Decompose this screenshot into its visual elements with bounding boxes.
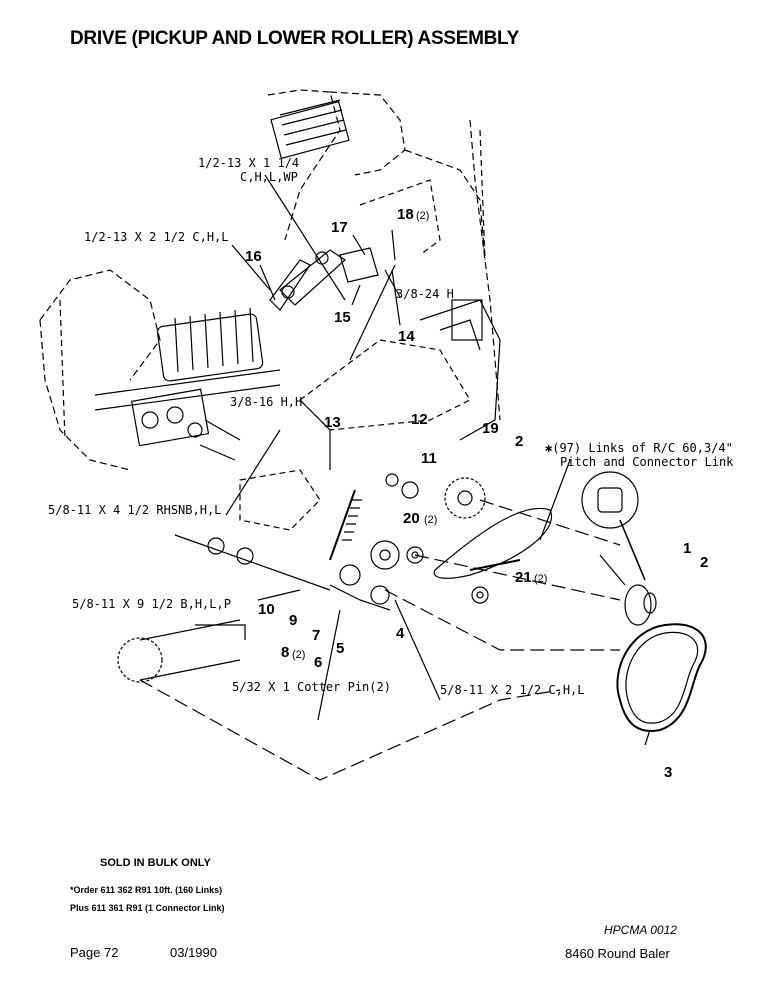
callout-bolt-half-13-1-1-4: 1/2-13 X 1 1/4 [198,156,299,170]
part-number-7: 7 [312,627,320,644]
callout-chain-links-suffix: Pitch and Connector Link [560,455,734,469]
part-quantity-8: (2) [292,649,305,661]
connector-note: Plus 611 361 R91 (1 Connector Link) [70,903,225,913]
page-title: DRIVE (PICKUP AND LOWER ROLLER) ASSEMBLY [70,28,519,49]
model-name: 8460 Round Baler [565,946,670,961]
part-quantity-18: (2) [416,210,429,222]
part-number-18: 18 [397,206,414,223]
part-number-3: 3 [664,764,672,781]
part-number-19: 19 [482,420,499,437]
order-note: *Order 611 362 R91 10ft. (160 Links) [70,885,223,895]
part-number-8: 8 [281,644,289,661]
callout-bolt-5-8-11-4-1-2: 5/8-11 X 4 1/2 RHSNB,H,L [48,503,221,517]
part-number-5: 5 [336,640,344,657]
part-number-2: 2 [700,554,708,571]
part-number-10: 10 [258,601,275,618]
part-number-17: 17 [331,219,348,236]
part-number-14: 14 [398,328,415,345]
publication-date: 03/1990 [170,945,217,960]
part-quantity-20: (2) [424,514,437,526]
part-number-11: 11 [421,450,437,467]
callout-bolt-5-8-11-9-1-2: 5/8-11 X 9 1/2 B,H,L,P [72,597,231,611]
part-number-2: 2 [515,433,523,450]
part-number-9: 9 [289,612,297,629]
part-number-16: 16 [245,248,262,265]
document-code: HPCMA 0012 [604,923,677,937]
part-number-13: 13 [324,414,341,431]
part-quantity-21: (2) [534,573,547,585]
baler-frame-drawing [39,89,707,781]
part-number-21: 21 [515,569,532,586]
part-number-15: 15 [334,309,351,326]
callout-nut-3-8-16: 3/8-16 H,H [230,395,302,409]
callout-chain-links: ✱(97) Links of R/C 60,3/4" [545,441,733,455]
callout-bolt-5-8-11-2-1-2: 5/8-11 X 2 1/2 C,H,L [440,683,585,697]
callout-cotter-pin: 5/32 X 1 Cotter Pin(2) [232,680,391,694]
bulk-note: SOLD IN BULK ONLY [100,857,211,869]
part-number-6: 6 [314,654,322,671]
callout-bolt-half-13-1-1-4-suffix: C,H,L,WP [240,170,298,184]
callout-nut-3-8-24: 3/8-24 H [396,287,454,301]
callout-bolt-half-13-2-1-2: 1/2-13 X 2 1/2 C,H,L [84,230,229,244]
part-number-1: 1 [683,540,691,557]
part-number-12: 12 [411,411,428,428]
page-number: Page 72 [70,945,119,960]
part-number-4: 4 [396,625,405,642]
part-number-20: 20 [403,510,420,527]
